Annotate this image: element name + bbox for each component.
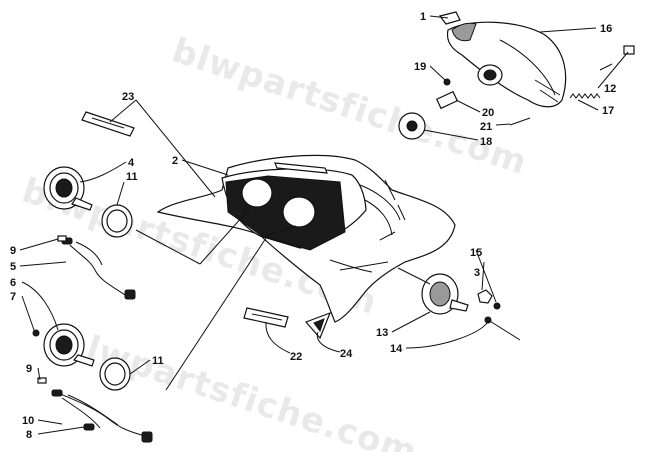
clip-1 xyxy=(438,11,461,25)
callout-11-upper: 11 xyxy=(126,171,138,183)
gauge-opening-left xyxy=(241,178,273,208)
callout-21: 21 xyxy=(480,121,492,133)
callout-24: 24 xyxy=(340,348,353,360)
callout-13: 13 xyxy=(376,327,388,339)
callout-5: 5 xyxy=(10,261,16,273)
callout-labels: 1 2 3 4 5 6 7 8 9 9 10 11 11 12 13 14 15… xyxy=(10,11,616,441)
cable-end-14 xyxy=(484,316,492,324)
callout-7: 7 xyxy=(10,291,16,303)
callout-6: 6 xyxy=(10,277,16,289)
callout-19: 19 xyxy=(414,61,426,73)
nut-3 xyxy=(477,289,493,304)
callout-2: 2 xyxy=(172,155,178,167)
callout-14: 14 xyxy=(390,343,403,355)
spring-clip-12 xyxy=(623,45,635,55)
screw-15 xyxy=(493,302,501,310)
headlight-housing xyxy=(398,11,635,140)
bulb-9-upper xyxy=(57,235,67,242)
decal-23 xyxy=(81,111,135,137)
dashboard-console xyxy=(156,154,456,323)
speedometer-gauge-upper xyxy=(43,166,133,238)
tachometer-gauge-lower xyxy=(32,323,131,391)
warning-decal-24 xyxy=(304,311,332,340)
callout-9-lower: 9 xyxy=(26,363,32,375)
callout-17: 17 xyxy=(602,105,614,117)
callout-9-upper: 9 xyxy=(10,245,16,257)
callout-15: 15 xyxy=(470,247,482,259)
callout-18: 18 xyxy=(480,136,492,148)
wire-harness-lower xyxy=(51,389,153,443)
callout-20: 20 xyxy=(482,107,494,119)
lamp-7 xyxy=(32,329,40,337)
bulb-20 xyxy=(435,90,459,110)
callout-8: 8 xyxy=(26,429,32,441)
screw-19 xyxy=(443,78,451,86)
callout-3: 3 xyxy=(474,267,480,279)
leader-lines xyxy=(19,15,629,435)
callout-4: 4 xyxy=(128,157,135,169)
callout-11-lower: 11 xyxy=(152,355,164,367)
wire-harness-upper xyxy=(61,237,136,300)
callout-12: 12 xyxy=(604,83,616,95)
callout-22: 22 xyxy=(290,351,302,363)
switch-housing-13 xyxy=(421,273,521,341)
callout-16: 16 xyxy=(600,23,612,35)
bulb-9-lower xyxy=(37,377,47,384)
decal-22 xyxy=(243,307,289,328)
callout-10: 10 xyxy=(22,415,34,427)
callout-23: 23 xyxy=(122,91,134,103)
callout-1: 1 xyxy=(420,11,426,23)
gauge-opening-right xyxy=(282,196,316,228)
